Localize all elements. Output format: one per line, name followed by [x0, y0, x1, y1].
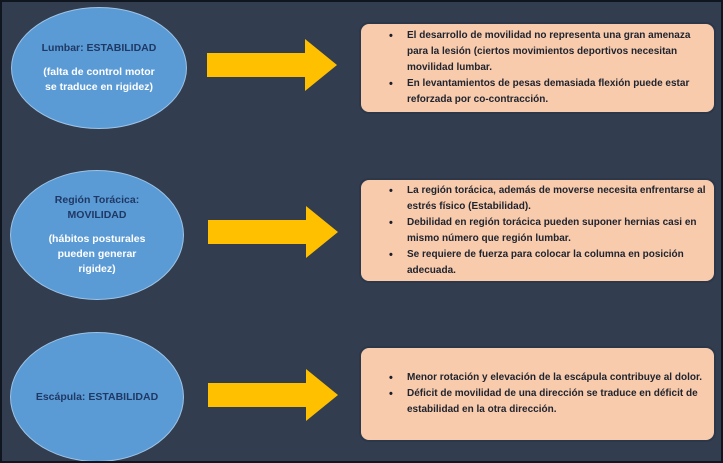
- bullet-list: • El desarrollo de movilidad no represen…: [361, 28, 714, 108]
- list-item: • Se requiere de fuerza para colocar la …: [389, 247, 708, 279]
- bullet-text: La región torácica, además de moverse ne…: [407, 184, 706, 212]
- bullet-icon: •: [389, 248, 393, 261]
- bullet-icon: •: [389, 30, 393, 42]
- bullet-text: Déficit de movilidad de una dirección se…: [407, 388, 698, 415]
- info-box-lumbar: • El desarrollo de movilidad no represen…: [359, 22, 716, 114]
- list-item: • En levantamientos de pesas demasiada f…: [389, 76, 708, 108]
- ellipse-escapula: Escápula: ESTABILIDAD: [10, 332, 184, 461]
- ellipse-subtitle: (falta de control motor se traduce en ri…: [43, 65, 154, 95]
- bullet-icon: •: [389, 184, 393, 197]
- ellipse-title-line: Región Torácica:: [54, 194, 140, 206]
- right-arrow-icon: [208, 206, 338, 258]
- bullet-text: En levantamientos de pesas demasiada fle…: [407, 78, 690, 105]
- bullet-icon: •: [389, 216, 393, 229]
- list-item: • El desarrollo de movilidad no represen…: [389, 28, 708, 76]
- ellipse-title-line: Escápula: ESTABILIDAD: [35, 390, 159, 403]
- ellipse-subtitle-line: (hábitos posturales: [48, 233, 146, 245]
- ellipse-subtitle: (hábitos posturales pueden generar rigid…: [49, 232, 146, 277]
- ellipse-title-line: MOVILIDAD: [67, 209, 127, 221]
- ellipse-title: Escápula: ESTABILIDAD: [36, 390, 158, 405]
- list-item: • La región torácica, además de moverse …: [389, 183, 708, 215]
- ellipse-subtitle-line: (falta de control motor: [43, 66, 155, 78]
- ellipse-lumbar: Lumbar: ESTABILIDAD (falta de control mo…: [11, 7, 187, 129]
- ellipse-subtitle-line: pueden generar: [57, 248, 137, 260]
- bullet-text: Debilidad en región torácica pueden supo…: [407, 216, 697, 244]
- list-item: • Debilidad en región torácica pueden su…: [389, 215, 708, 247]
- ellipse-region-toracica: Región Torácica: MOVILIDAD (hábitos post…: [10, 170, 184, 300]
- ellipse-subtitle-line: rigidez): [78, 263, 116, 275]
- ellipse-title-line: Lumbar: ESTABILIDAD: [41, 42, 157, 54]
- ellipse-title: Región Torácica: MOVILIDAD: [55, 193, 139, 223]
- right-arrow-icon: [207, 39, 337, 91]
- bullet-icon: •: [389, 372, 393, 384]
- list-item: • Menor rotación y elevación de la escáp…: [389, 370, 708, 386]
- bullet-icon: •: [389, 78, 393, 90]
- bullet-text: Se requiere de fuerza para colocar la co…: [407, 248, 684, 276]
- info-box-escapula: • Menor rotación y elevación de la escáp…: [359, 346, 716, 442]
- bullet-list: • Menor rotación y elevación de la escáp…: [361, 370, 714, 418]
- ellipse-subtitle-line: se traduce en rigidez): [45, 81, 153, 93]
- bullet-list: • La región torácica, además de moverse …: [361, 183, 714, 279]
- bullet-icon: •: [389, 388, 393, 400]
- bullet-text: El desarrollo de movilidad no representa…: [407, 30, 691, 73]
- ellipse-title: Lumbar: ESTABILIDAD: [42, 41, 157, 56]
- info-box-region-toracica: • La región torácica, además de moverse …: [359, 178, 716, 283]
- list-item: • Déficit de movilidad de una dirección …: [389, 386, 708, 418]
- right-arrow-icon: [208, 369, 338, 421]
- bullet-text: Menor rotación y elevación de la escápul…: [407, 372, 703, 383]
